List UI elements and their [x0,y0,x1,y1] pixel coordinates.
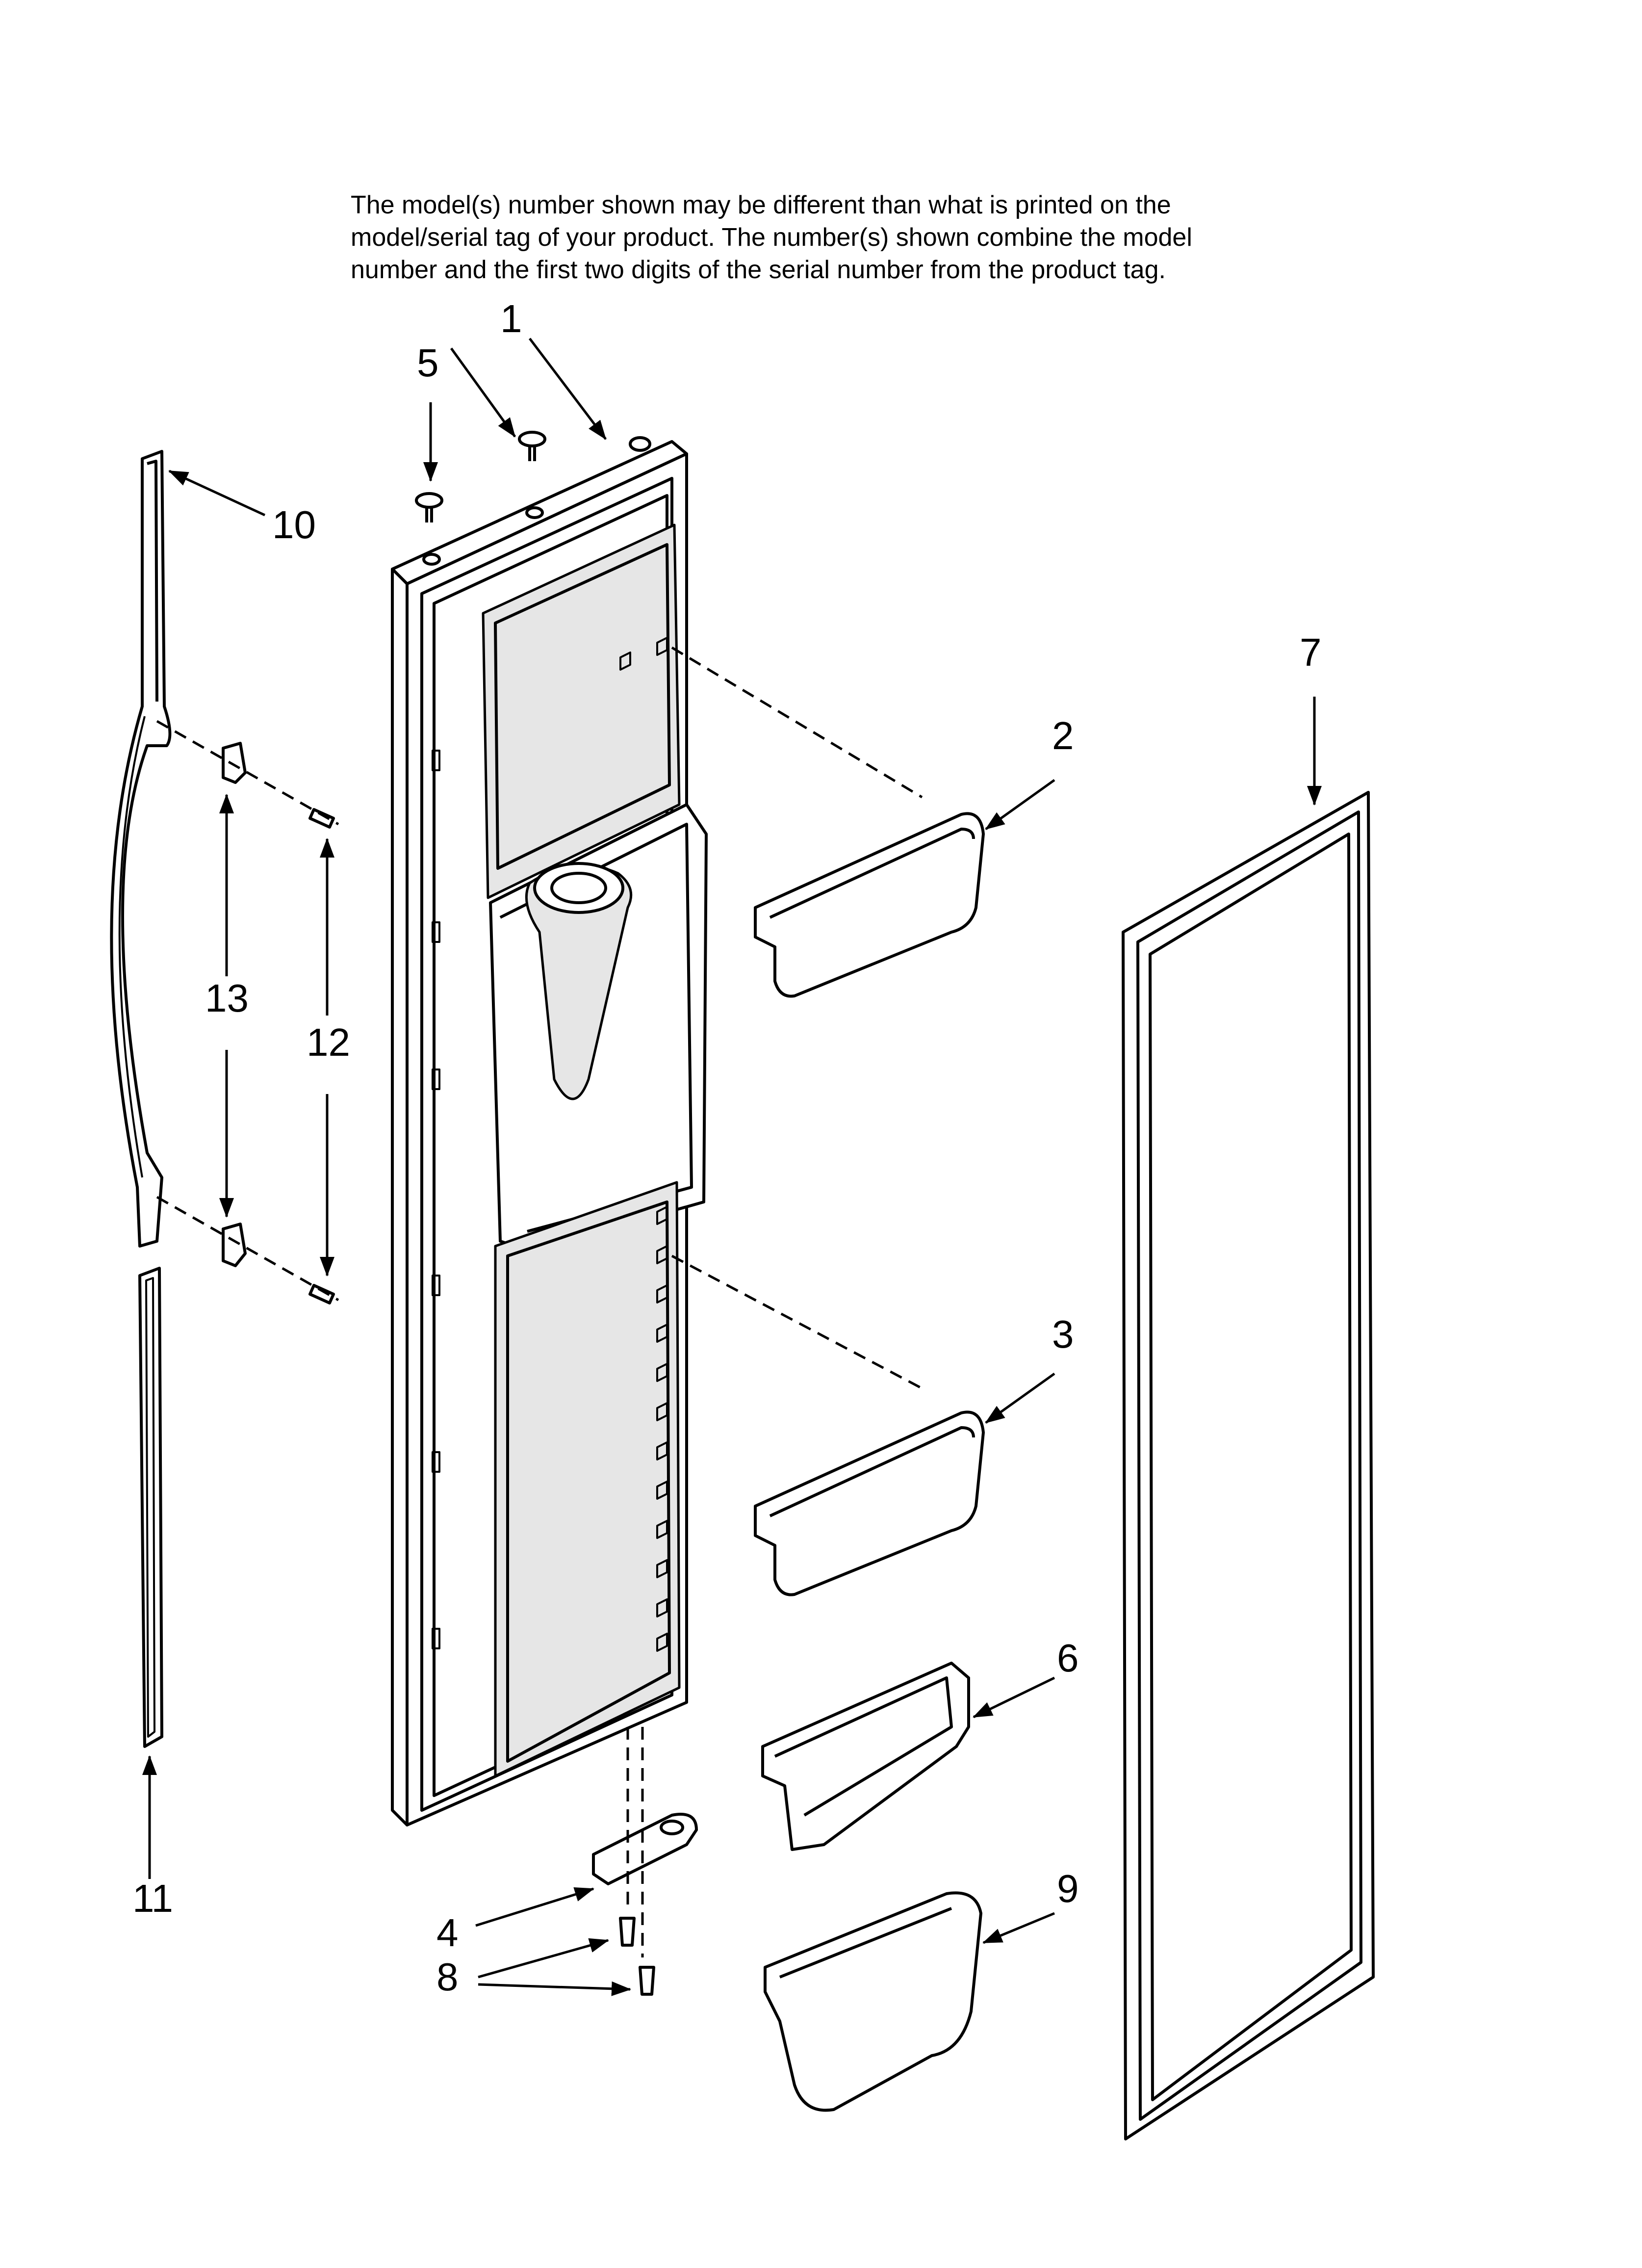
handle-brackets [222,742,247,1267]
note-line-1: The model(s) number shown may be differe… [351,191,1171,219]
hinge-screws [619,1917,655,1996]
callout-4: 4 [436,1911,459,1955]
door-handle [110,450,172,1248]
leader-6 [973,1676,1055,1719]
callout-6: 6 [1057,1636,1079,1680]
door-bin-upper [754,812,985,998]
leader-8a [478,1938,609,1979]
callout-8: 8 [436,1955,459,1999]
handle-bottom-mount-line [156,1196,339,1302]
door-plugs [415,431,546,522]
model-number-note: The model(s) number shown may be differe… [351,189,1528,286]
callout-3: 3 [1052,1312,1074,1356]
bin-support-tabs [619,637,668,1652]
door-bin-deep [764,1891,982,2112]
callout-10: 10 [272,503,316,547]
leader-5b [450,347,516,438]
door-left-rail-slots [432,750,440,1649]
door-hinge [592,1813,698,1885]
leader-2 [985,779,1055,831]
callout-7: 7 [1300,630,1322,674]
leader-8b [478,1981,631,1996]
callout-11: 11 [132,1877,174,1920]
leader-10 [168,469,266,517]
door-bin-middle [754,1410,985,1596]
note-line-2: model/serial tag of your product. The nu… [351,223,1192,252]
handle-trim [138,1267,163,1748]
note-line-3: number and the first two digits of the s… [351,256,1166,284]
leader-4 [475,1887,594,1927]
callout-13: 13 [205,976,249,1020]
leader-1 [529,338,607,440]
callout-9: 9 [1057,1867,1079,1910]
callout-1: 1 [500,297,522,340]
door-bin-small [761,1662,970,1851]
upper-bin-mount-line [671,646,923,799]
callout-2: 2 [1052,714,1074,757]
door-assembly [391,436,708,1826]
callout-12: 12 [307,1020,350,1064]
handle-screws [308,808,335,1304]
door-gasket [1122,791,1375,2140]
leader-9 [982,1912,1055,1944]
middle-bin-mount-line [671,1254,923,1390]
handle-top-mount-line [156,720,339,826]
callout-5: 5 [417,341,439,385]
leader-3 [985,1372,1055,1424]
